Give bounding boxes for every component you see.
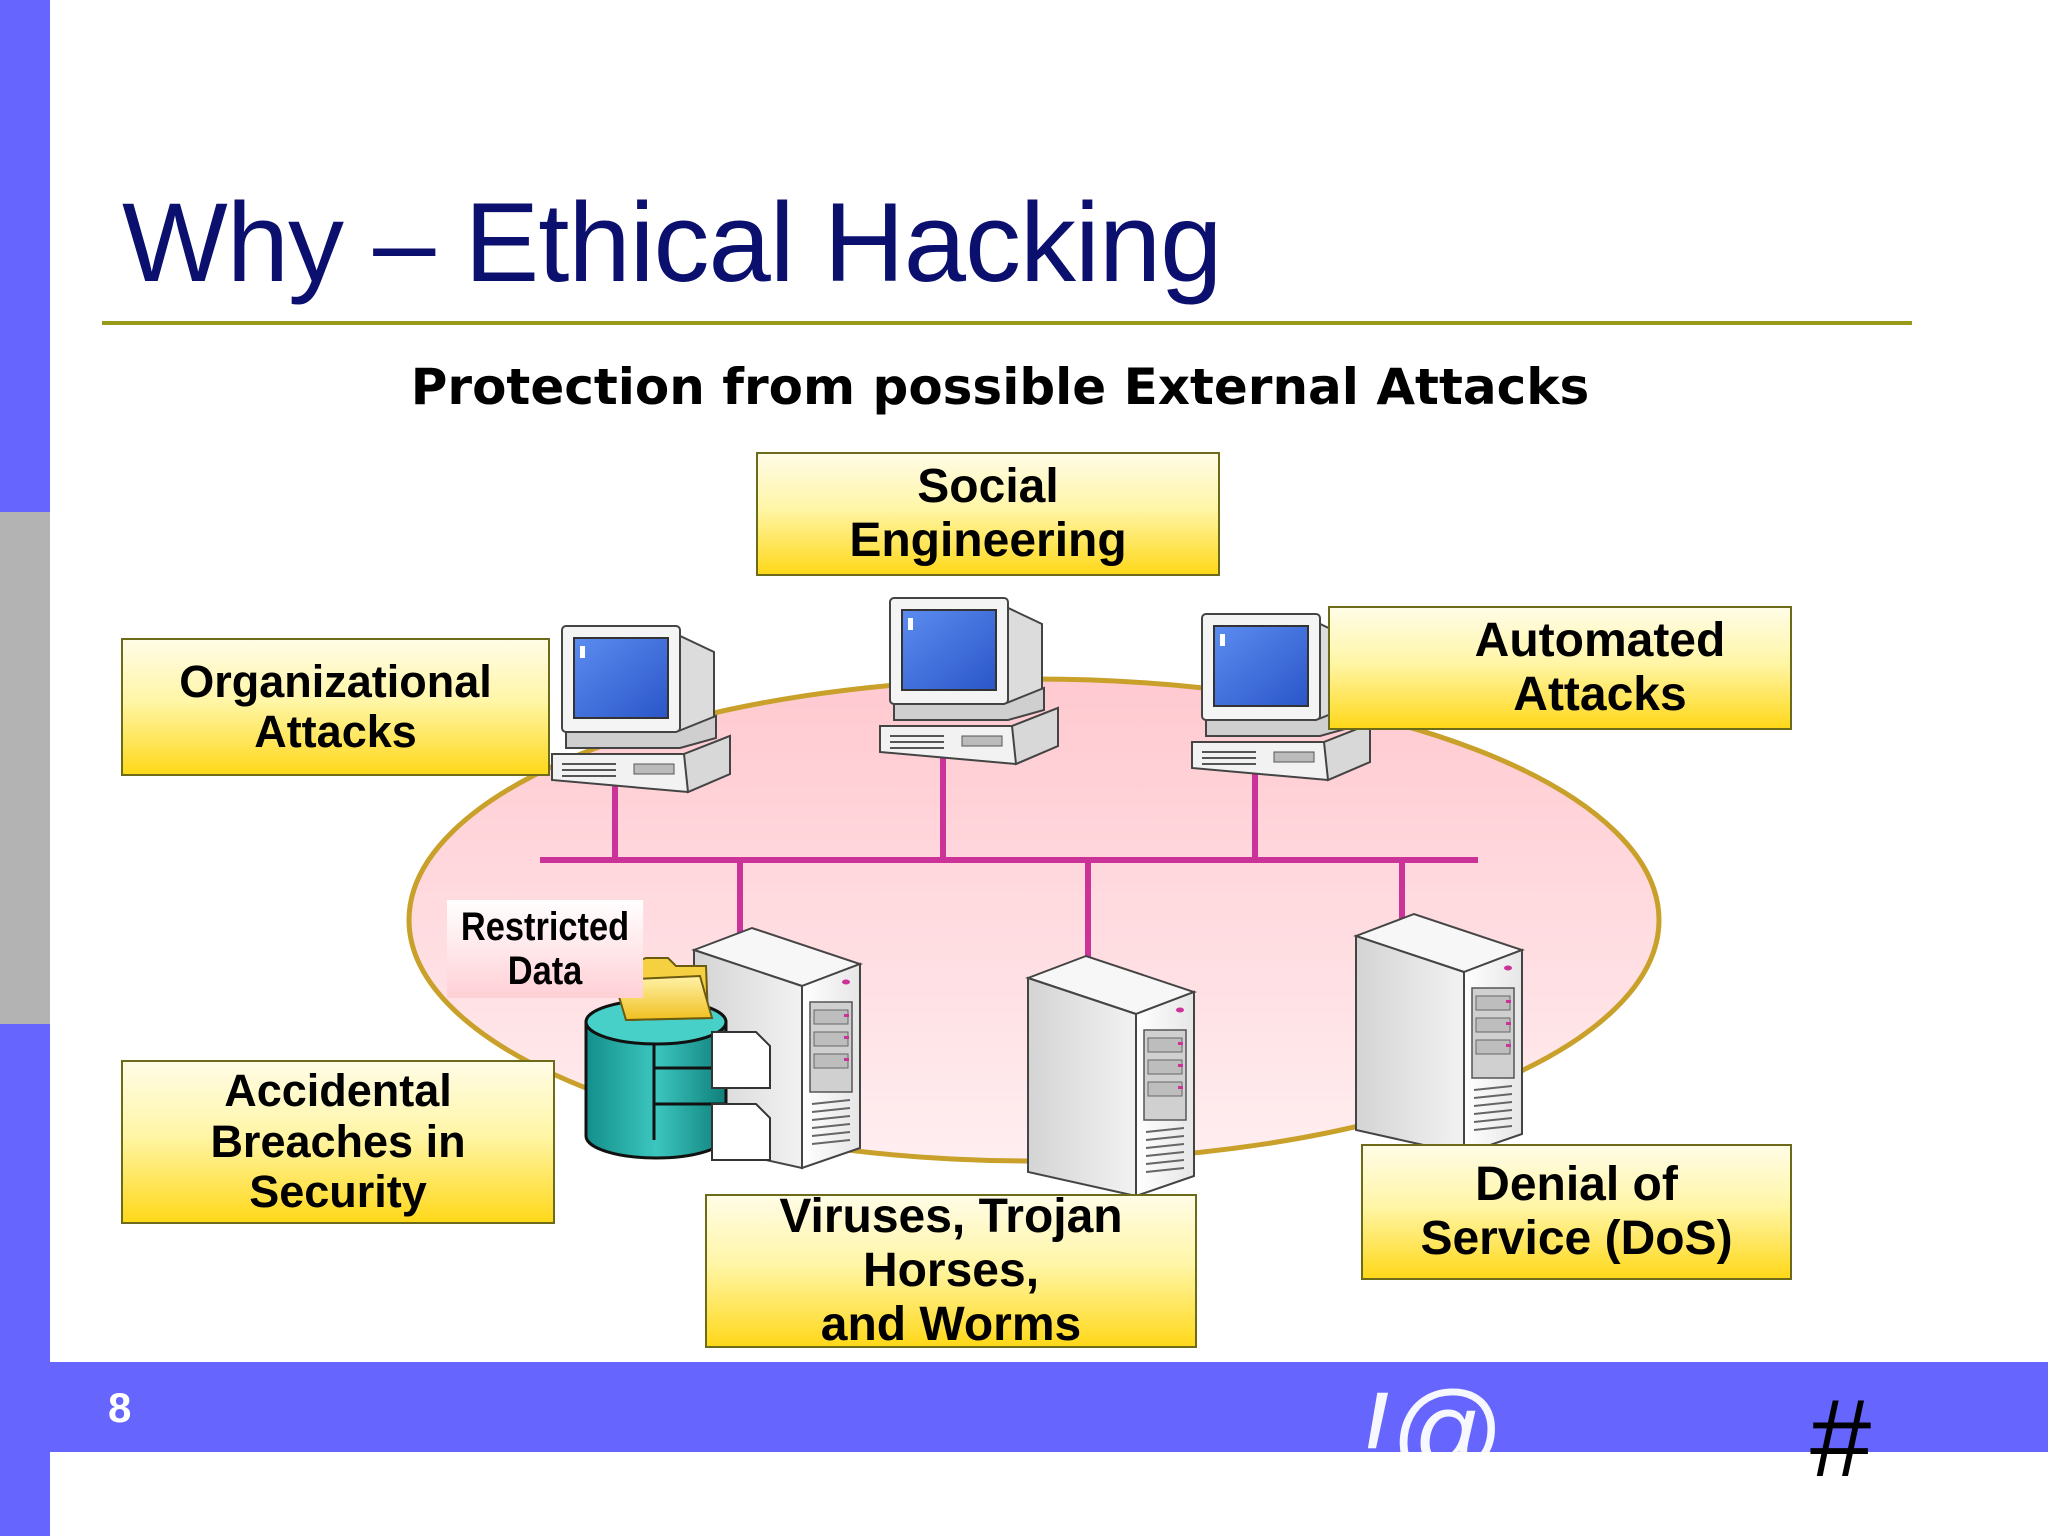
- label-denial-of-service: Denial of Service (DoS): [1361, 1144, 1792, 1280]
- label-social-engineering: Social Engineering: [756, 452, 1220, 576]
- workstation-center: [879, 597, 1059, 765]
- sidebar-stripe-top: [0, 0, 50, 512]
- footer-hash-symbol: #: [1810, 1377, 1872, 1500]
- label-viruses-trojans-worms: Viruses, Trojan Horses, and Worms: [705, 1190, 1197, 1351]
- label-accidental-breaches: Accidental Breaches in Security: [121, 1060, 555, 1224]
- restricted-data-label: Restricted Data: [447, 900, 644, 998]
- title-underline: [102, 321, 1912, 325]
- workstation-left: [551, 625, 731, 793]
- slide-subtitle: Protection from possible External Attack…: [410, 358, 1590, 416]
- page-number: 8: [108, 1384, 132, 1431]
- footer-bar: [50, 1362, 2048, 1452]
- sidebar-stripe-bottom: [0, 1024, 50, 1536]
- sidebar-stripe-middle: [0, 512, 50, 1024]
- network-lines: [540, 752, 1478, 958]
- server-center: [1027, 955, 1195, 1197]
- label-automated-attacks: Automated Attacks: [1328, 606, 1792, 730]
- slide-title: Why – Ethical Hacking: [122, 180, 1222, 305]
- server-right: [1355, 913, 1523, 1155]
- footer-at-symbol: !@: [1358, 1376, 1503, 1454]
- label-organizational-attacks: Organizational Attacks: [121, 638, 550, 776]
